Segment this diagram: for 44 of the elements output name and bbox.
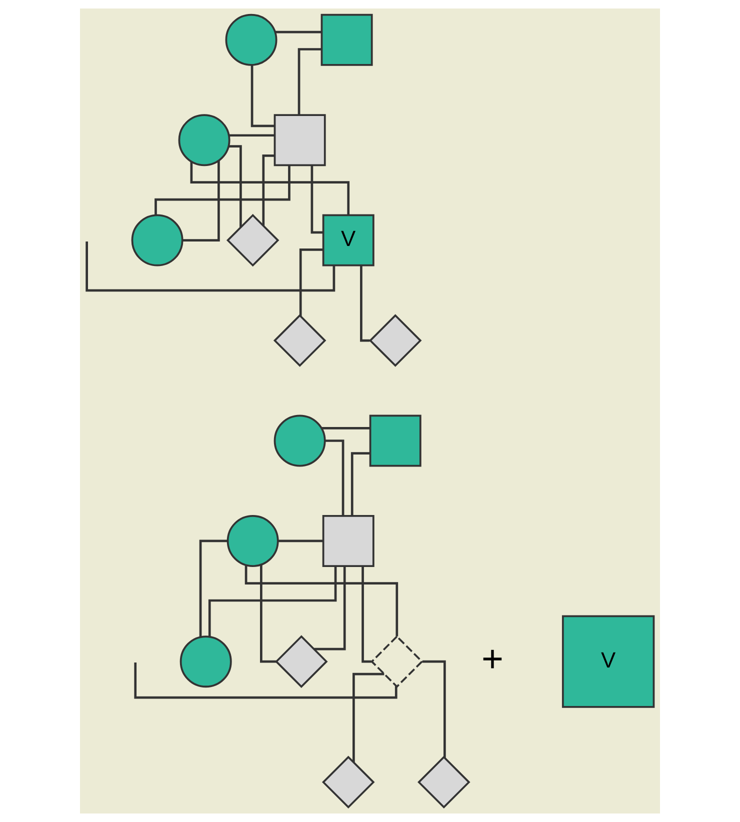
connector [275, 30, 322, 34]
connector [182, 160, 220, 242]
connector [324, 440, 344, 516]
node-diamond [368, 314, 422, 367]
connector [352, 672, 384, 762]
connector [250, 65, 274, 128]
connector [229, 134, 275, 137]
connector [208, 566, 337, 637]
connector [299, 248, 323, 316]
node-circle [274, 414, 326, 467]
connector [310, 165, 323, 234]
connector [350, 452, 370, 516]
node-diamond [418, 756, 470, 809]
connector [278, 540, 324, 542]
node-circle [180, 636, 232, 688]
node-box [369, 414, 422, 467]
node-circle [226, 514, 279, 567]
connector [199, 540, 228, 637]
connector [228, 145, 242, 228]
connector [422, 660, 446, 758]
node-diamond [370, 635, 424, 688]
node-diamond [322, 756, 375, 809]
node-circle [178, 114, 230, 166]
node-box [320, 14, 373, 66]
node-diamond [226, 214, 280, 267]
connector [298, 48, 322, 115]
node-circle [225, 14, 278, 66]
node-diamond [275, 635, 328, 688]
connector [244, 566, 398, 636]
node-box: V [562, 615, 655, 708]
connector [362, 566, 372, 663]
connector [262, 154, 274, 226]
connector [86, 242, 336, 292]
node-box: V [322, 214, 374, 266]
label: + [481, 637, 504, 680]
connector [190, 162, 350, 215]
node-box [274, 114, 326, 166]
connector [134, 662, 398, 699]
connector [314, 566, 346, 650]
connector [360, 266, 370, 342]
connector [322, 427, 370, 430]
node-diamond [273, 314, 326, 367]
node-box [322, 514, 374, 567]
node-circle [131, 214, 184, 266]
